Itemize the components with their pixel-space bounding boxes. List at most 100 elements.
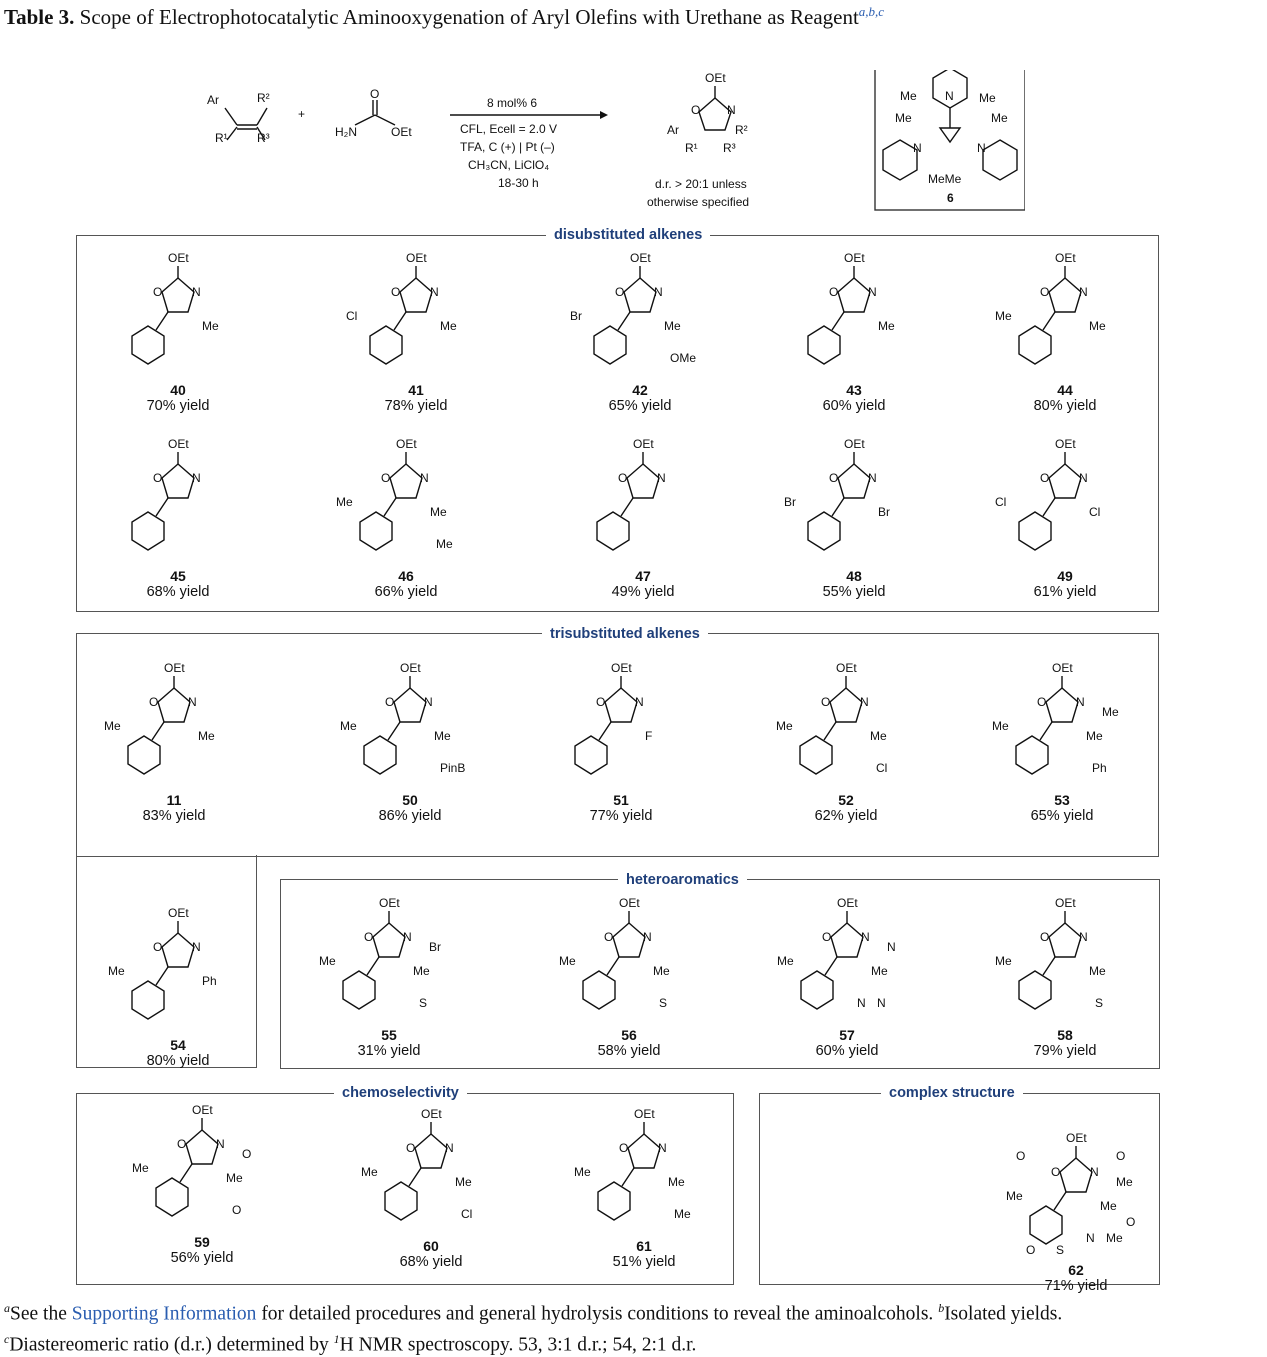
atom-label: Me [340, 719, 357, 733]
urethane-o: O [370, 87, 379, 101]
compound-number: 55 [381, 1027, 397, 1043]
section-disubstituted: disubstituted alkenes [546, 227, 711, 243]
compound-number: 59 [194, 1234, 210, 1250]
atom-label: OEt [619, 896, 640, 910]
atom-label: Me [1100, 1199, 1117, 1213]
atom-label: OEt [396, 437, 417, 451]
box-trisubstituted-ext [76, 855, 257, 1068]
substrate-r1: R¹ [215, 131, 228, 145]
atom-label: N [1090, 1165, 1099, 1179]
atom-label: O [822, 930, 831, 944]
atom-label: O [242, 1147, 251, 1161]
atom-label: O [829, 471, 838, 485]
atom-label: Cl [876, 761, 887, 775]
compound-yield: 83% yield [142, 808, 206, 824]
atom-label: OMe [670, 351, 696, 365]
atom-label: Me [440, 319, 457, 333]
atom-label: N [216, 1137, 225, 1151]
atom-label: Me [664, 319, 681, 333]
supporting-information-link[interactable]: Supporting Information [71, 1303, 257, 1325]
urethane-reagent: O H₂N OEt [335, 87, 412, 139]
footnote-nmr-sup: 1 [333, 1331, 340, 1346]
compound-yield: 68% yield [399, 1254, 463, 1270]
cond-2: CFL, Ecell = 2.0 V [460, 122, 557, 136]
atom-label: O [1116, 1149, 1125, 1163]
table-caption: Table 3. Scope of Electrophotocatalytic … [4, 4, 884, 30]
atom-label: N [430, 285, 439, 299]
atom-label: Me [653, 964, 670, 978]
substrate-r2: R² [257, 91, 270, 105]
atom-label: Me [1102, 705, 1119, 719]
substrate-ar: Ar [207, 93, 219, 107]
compound-number: 58 [1057, 1027, 1073, 1043]
footnote-a-mark: a [4, 1301, 10, 1315]
atom-label: OEt [421, 1107, 442, 1121]
compound-yield: 55% yield [822, 584, 886, 600]
atom-label: O [1040, 471, 1049, 485]
atom-label: OEt [837, 896, 858, 910]
compound-yield: 70% yield [146, 398, 210, 414]
atom-label: O [619, 1141, 628, 1155]
atom-label: O [1016, 1149, 1025, 1163]
atom-label: OEt [164, 661, 185, 675]
atom-label: OEt [633, 437, 654, 451]
atom-label: O [149, 695, 158, 709]
footnote-c-text: Diastereomeric ratio (d.r.) determined b… [9, 1334, 334, 1355]
atom-label: Me [1116, 1175, 1133, 1189]
atom-label: Me [1086, 729, 1103, 743]
atom-label: O [381, 471, 390, 485]
atom-label: O [1051, 1165, 1060, 1179]
atom-label: Ph [1092, 761, 1107, 775]
compound-yield: 49% yield [611, 584, 675, 600]
atom-label: N [657, 471, 666, 485]
atom-label: OEt [1055, 251, 1076, 265]
substrate-olefin: Ar R² R¹ R³ [207, 91, 270, 145]
atom-label: N [857, 996, 866, 1010]
atom-label: O [391, 285, 400, 299]
atom-label: OEt [400, 661, 421, 675]
section-heteroaromatics: heteroaromatics [618, 872, 747, 888]
atom-label: Me [871, 964, 888, 978]
atom-label: O [153, 940, 162, 954]
atom-label: Me [776, 719, 793, 733]
conditions: 8 mol% 6 CFL, Ecell = 2.0 V TFA, C (+) |… [460, 96, 557, 190]
section-complex: complex structure [881, 1085, 1023, 1101]
cat-me-4: Me [991, 111, 1008, 125]
compound-yield: 60% yield [822, 398, 886, 414]
cond-3: TFA, C (+) | Pt (–) [460, 140, 555, 154]
cat-me-3: Me [895, 111, 912, 125]
cond-1: 8 mol% 6 [487, 96, 537, 110]
atom-label: N [188, 695, 197, 709]
atom-label: N [1079, 285, 1088, 299]
atom-label: O [618, 471, 627, 485]
product-n: N [727, 103, 736, 117]
atom-label: N [1079, 471, 1088, 485]
atom-label: S [659, 996, 667, 1010]
atom-label: N [868, 285, 877, 299]
atom-label: Me [1089, 964, 1106, 978]
table-label: Table 3. [4, 5, 75, 29]
atom-label: Me [668, 1175, 685, 1189]
atom-label: N [192, 285, 201, 299]
atom-label: Me [319, 954, 336, 968]
atom-label: Me [1106, 1231, 1123, 1245]
compound-yield: 62% yield [814, 808, 878, 824]
compound-number: 50 [402, 792, 418, 808]
atom-label: Br [429, 940, 441, 954]
